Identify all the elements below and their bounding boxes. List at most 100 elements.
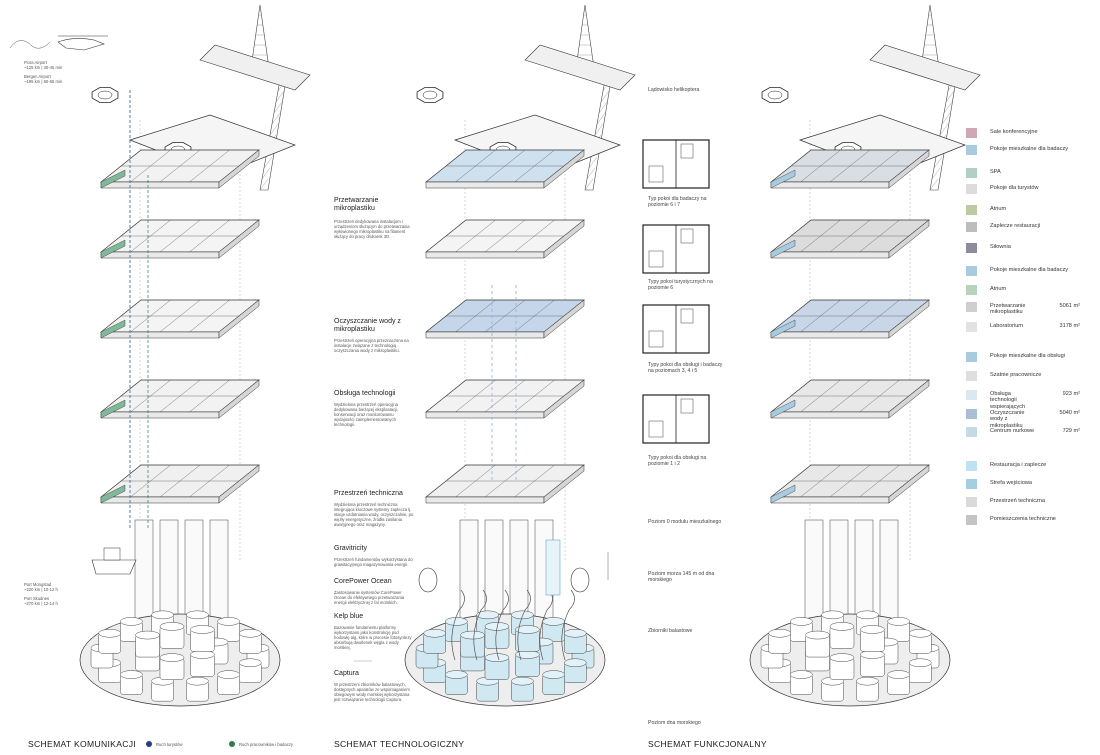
- legend-area: 5061 m²: [1059, 303, 1080, 309]
- legend-swatch: [966, 461, 977, 471]
- slab-edge: [770, 411, 890, 419]
- legend-swatch: [966, 205, 977, 215]
- facade-strip: [100, 399, 126, 419]
- title-komunikacji: SCHEMAT KOMUNIKACJI: [28, 739, 137, 749]
- crane-brace: [269, 123, 279, 136]
- tank-top: [190, 625, 215, 634]
- support-column: [209, 519, 229, 631]
- tank-top: [484, 653, 510, 662]
- slab-edge: [543, 464, 585, 504]
- slab-edge: [888, 464, 930, 504]
- level-seabed: Poziom dna morskiego: [648, 720, 701, 726]
- slab-edge: [770, 331, 890, 339]
- room-furniture: [648, 250, 664, 268]
- slab-edge: [543, 379, 585, 419]
- tank-top: [887, 617, 910, 626]
- slab-edge: [425, 331, 545, 339]
- tank-top: [515, 625, 540, 634]
- legend-swatch: [966, 145, 977, 155]
- kelp-strand: [561, 589, 575, 661]
- room-caption-4: Typy pokoi dla obsługi na poziomie 1 i 2: [648, 455, 707, 468]
- facade-strip: [770, 484, 796, 504]
- ship-deck: [103, 547, 121, 561]
- kelp-strand: [495, 589, 509, 661]
- room-furniture: [648, 420, 664, 438]
- slab-edge: [100, 331, 220, 339]
- tank-top: [445, 670, 468, 679]
- crane-brace: [931, 167, 941, 180]
- slab-edge: [425, 411, 545, 419]
- legend-swatch: [966, 184, 977, 194]
- tank-top: [856, 610, 879, 620]
- crane-brace: [586, 167, 596, 180]
- legend-swatch: [966, 352, 977, 362]
- tank-top: [768, 628, 791, 638]
- crane-brace: [594, 123, 604, 136]
- slab-edge: [218, 219, 260, 259]
- derrick-base: [869, 44, 981, 91]
- slab-edge: [218, 464, 260, 504]
- slab-edge: [218, 299, 260, 339]
- slab-edge: [888, 299, 930, 339]
- tank-top: [217, 617, 240, 626]
- legend-label: Laboratorium: [990, 323, 1023, 329]
- level-sea: Poziom morza 145 m od dna morskiego: [648, 571, 715, 584]
- tank-top: [217, 670, 240, 679]
- facade-strip: [100, 239, 126, 259]
- tank-top: [239, 658, 262, 668]
- slab-edge: [888, 149, 930, 189]
- support-column: [879, 519, 899, 631]
- crane-brace: [929, 178, 939, 191]
- slab-edge: [100, 251, 220, 259]
- legend-label: Pokoje mieszkalne dla badaczy: [990, 267, 1069, 273]
- tank-top: [511, 676, 534, 686]
- slab-edge: [100, 411, 220, 419]
- flight-path: [9, 40, 51, 49]
- tank-top: [511, 610, 534, 620]
- slab-edge: [888, 379, 930, 419]
- gravitricity-shaft: [545, 539, 561, 596]
- route-flora: Flora Airport~125 km | 40-45 min: [24, 60, 63, 70]
- slab-edge: [100, 496, 220, 504]
- crane-brace: [584, 178, 594, 191]
- kelp-strand: [473, 589, 487, 661]
- slab-edge: [425, 251, 545, 259]
- helipad: [761, 87, 789, 103]
- slab-edge: [770, 496, 890, 504]
- legend-workers: Ruch pracowników i badaczy: [239, 742, 293, 747]
- legend-swatch: [966, 515, 977, 525]
- legend-label: Zaplecze restauracji: [990, 223, 1041, 229]
- tank-top: [542, 617, 565, 626]
- slab-edge: [770, 251, 890, 259]
- crane-brace: [600, 90, 610, 103]
- tank-top: [98, 628, 121, 638]
- tank-top: [856, 676, 879, 686]
- crane-brace: [933, 156, 943, 169]
- room-furniture: [680, 308, 694, 324]
- legend-label: Obsługa technologii wspierających: [990, 391, 1026, 410]
- facade-strip: [770, 169, 796, 189]
- route-mongstad: Port Mongstad~220 km | 10-12 h: [24, 582, 58, 592]
- tank-top: [542, 670, 565, 679]
- legend-swatch: [966, 409, 977, 419]
- helipad: [416, 87, 444, 103]
- ship-icon: [91, 559, 137, 575]
- level-helipad: Lądowisko helikoptera: [648, 87, 700, 93]
- room-furniture: [648, 330, 664, 348]
- legend-swatch: [966, 168, 977, 178]
- slab-edge: [770, 181, 890, 189]
- crane-brace: [945, 90, 955, 103]
- room-furniture: [648, 165, 664, 183]
- tank-top: [564, 628, 587, 638]
- kelp-strand: [539, 589, 553, 661]
- legend-label: Oczyszczanie wody z mikroplastiku: [990, 410, 1025, 429]
- annotation-techniczna: Przestrzeń techniczna Wydzielona przestr…: [334, 490, 414, 528]
- legend-swatch: [966, 390, 977, 400]
- tank-top: [909, 628, 932, 638]
- slab-edge: [218, 379, 260, 419]
- crane-brace: [259, 178, 269, 191]
- legend-label: Pokoje mieszkalne dla badaczy: [990, 146, 1069, 152]
- room-furniture: [680, 143, 694, 159]
- tank-top: [829, 653, 855, 662]
- legend-label: Pokoje mieszkalne dla obsługi: [990, 353, 1065, 359]
